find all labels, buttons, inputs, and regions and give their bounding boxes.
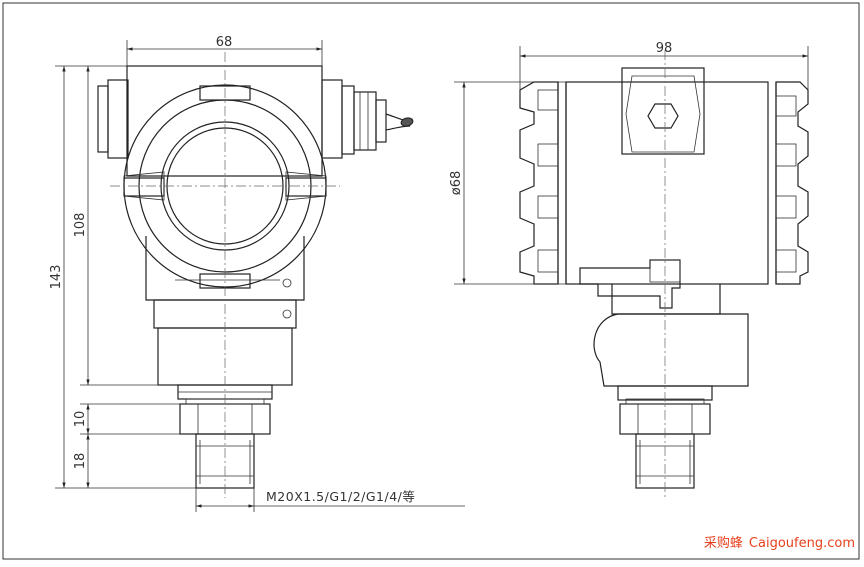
dim-front-fitting-height: 18 — [73, 453, 88, 470]
right-flange — [775, 81, 809, 285]
thread-note: M20X1.5/G1/2/G1/4/等 — [266, 489, 415, 504]
housing-box — [126, 65, 323, 177]
watermark: 采购蜂 Caigoufeng.com — [704, 535, 855, 551]
hex-screw — [647, 103, 679, 129]
hex-boss — [621, 67, 705, 155]
dim-front-hex-height: 10 — [73, 411, 88, 428]
front-view — [97, 52, 414, 498]
front-dimensions — [55, 40, 465, 512]
dim-side-width: 98 — [656, 41, 673, 56]
watermark-en: Caigoufeng.com — [749, 536, 855, 551]
drawing-frame — [2, 2, 860, 560]
side-dimensions — [454, 46, 809, 285]
side-view — [519, 50, 809, 500]
watermark-cn: 采购蜂 — [704, 535, 743, 551]
dim-front-overall-height: 143 — [49, 265, 64, 290]
dim-side-diameter: ø68 — [449, 171, 464, 196]
dim-front-body-height: 108 — [73, 213, 88, 238]
sensor-body — [593, 313, 749, 387]
side-housing — [565, 81, 769, 285]
cable-gland — [353, 91, 377, 151]
dim-front-width: 68 — [216, 35, 233, 50]
left-flange — [519, 81, 559, 285]
